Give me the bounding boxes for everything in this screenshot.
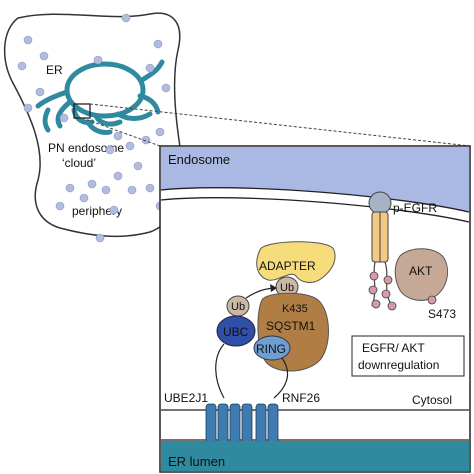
endosome-vesicle xyxy=(17,61,27,71)
endosome-vesicle xyxy=(35,87,45,97)
endosome-vesicle xyxy=(39,51,49,61)
ubc-label: UBC xyxy=(223,325,249,339)
endosome-vesicle xyxy=(55,201,65,211)
endosome-vesicle xyxy=(79,193,89,203)
pn-endosome-label-line2: ‘cloud’ xyxy=(62,156,96,170)
endosome-vesicle xyxy=(65,183,75,193)
cell: ER PN endosome ‘cloud’ periphery xyxy=(3,12,184,243)
akt-label: AKT xyxy=(409,264,433,278)
er-network xyxy=(35,59,165,135)
endosome-vesicle xyxy=(109,205,119,215)
zoom-panel: Endosome p-EGFR AKT S473 ADAPTER xyxy=(159,145,471,473)
endosome-vesicle xyxy=(101,185,111,195)
endosome-vesicle xyxy=(87,179,97,189)
ring-domain xyxy=(253,335,291,361)
phospho-site xyxy=(383,275,393,285)
er-label: ER xyxy=(46,63,63,77)
ubc-enzyme xyxy=(216,315,256,347)
endosome-vesicle xyxy=(145,63,155,73)
phospho-site xyxy=(381,289,391,299)
er-lumen xyxy=(161,441,469,471)
endosome-membrane-inner xyxy=(160,197,470,223)
rnf26-label: RNF26 xyxy=(282,391,320,405)
endosome-vesicle xyxy=(105,145,115,155)
adapter-protein xyxy=(256,241,336,283)
endosome-membrane xyxy=(160,187,470,213)
phospho-site xyxy=(371,299,381,309)
s473-label: S473 xyxy=(428,307,456,321)
endosome-vesicle xyxy=(133,161,143,171)
cytosol-label: Cytosol xyxy=(412,393,452,407)
endosome-label: Endosome xyxy=(168,152,230,167)
periphery-label: periphery xyxy=(72,204,122,218)
zoom-line-top xyxy=(89,103,471,147)
transfer-arrowhead xyxy=(270,284,277,292)
adapter-label: ADAPTER xyxy=(259,259,316,273)
phospho-site xyxy=(387,301,397,311)
akt-phospho-site xyxy=(427,295,437,305)
endosome-vesicle xyxy=(153,39,163,49)
ring-label: RING xyxy=(256,342,286,356)
endosome-vesicle xyxy=(161,83,171,93)
pn-endosome-label: PN endosome xyxy=(48,141,124,155)
rnf26-linker xyxy=(273,357,289,399)
phospho-site xyxy=(369,271,379,281)
downregulation-box xyxy=(351,335,465,377)
phospho-site xyxy=(368,285,378,295)
endosome-vesicle xyxy=(155,127,165,137)
endosome-vesicle xyxy=(23,35,33,45)
ub-ubc-label: Ub xyxy=(231,301,245,313)
ube2j1-linker xyxy=(215,343,225,399)
sqstm1-label: SQSTM1 xyxy=(266,319,316,333)
ube2j1-label: UBE2J1 xyxy=(164,391,208,405)
ub-label: Ub xyxy=(280,282,294,294)
phospho-sites xyxy=(368,271,397,311)
downregulation-line1: EGFR/ AKT xyxy=(362,341,425,355)
endosome-vesicle xyxy=(113,131,123,141)
endosome-vesicle xyxy=(93,55,103,65)
endosome-vesicle xyxy=(121,13,131,23)
endosome-vesicle xyxy=(95,233,105,243)
endosome-lumen xyxy=(161,147,469,212)
p-egfr-label: p-EGFR xyxy=(393,201,437,215)
k435-label: K435 xyxy=(282,303,308,315)
zoom-line-bottom xyxy=(81,117,161,147)
cell-membrane xyxy=(3,12,184,238)
endosome-vesicle xyxy=(59,113,69,123)
egfr-head xyxy=(368,191,392,215)
endosome-vesicle xyxy=(23,103,33,113)
endosome-vesicle xyxy=(125,141,135,151)
endosome-vesicle xyxy=(145,183,155,193)
endosome-vesicle xyxy=(113,171,123,181)
egfr-receptor xyxy=(368,191,397,311)
endosome-vesicle xyxy=(127,185,137,195)
er-lumen-label: ER lumen xyxy=(168,454,225,469)
downregulation-line2: downregulation xyxy=(358,358,439,372)
